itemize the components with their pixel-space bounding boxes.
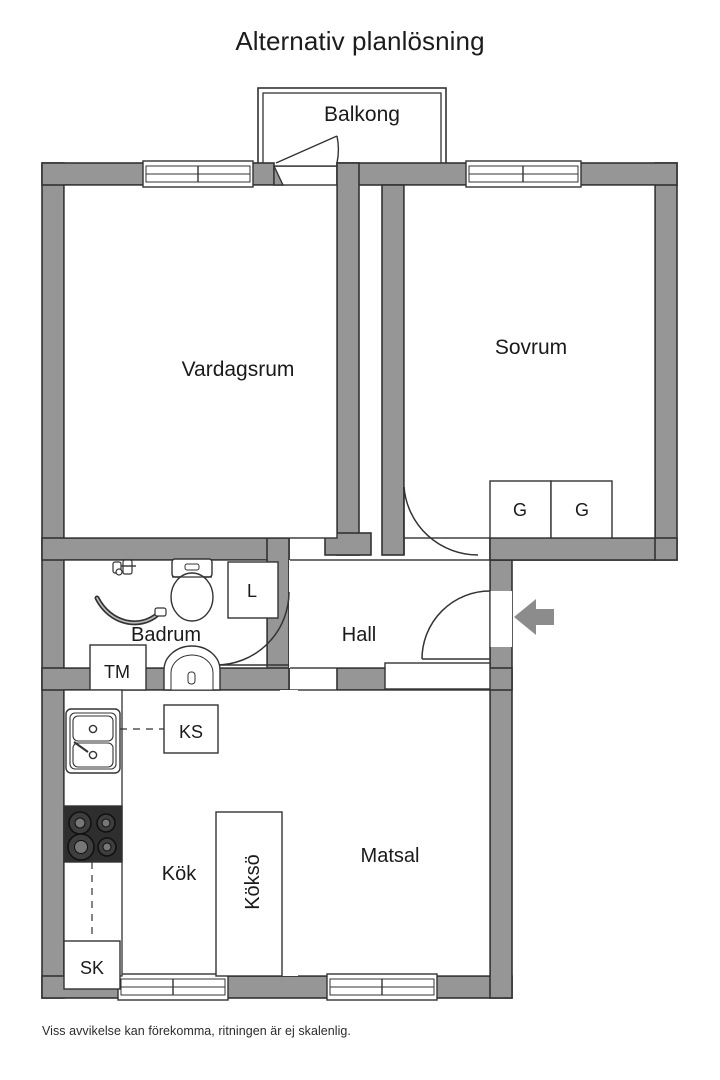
wall-sovrum-left (381, 184, 405, 556)
wardrobe-g-1-label: G (513, 500, 527, 520)
toilet-icon (170, 558, 214, 622)
room-label-kok: Kök (162, 863, 197, 885)
closet-l-box (227, 561, 279, 619)
floor-hall (288, 559, 491, 669)
room-labels-group: Balkong Vardagsrum Sovrum Badrum Hall Kö… (131, 103, 567, 910)
room-floors-group (63, 184, 656, 977)
washer-tm-label: TM (104, 662, 130, 682)
wardrobe-g-2-box (550, 480, 613, 539)
window-kok (117, 973, 229, 1001)
door-sovrum (403, 486, 479, 556)
door-balcony (273, 135, 340, 186)
wall-vardagsrum-right (336, 162, 360, 556)
kitchen-island-box (215, 811, 283, 977)
kitchen-fixtures-group: KS SK (63, 689, 283, 990)
kitchen-sink-icon (65, 708, 121, 774)
room-label-badrum: Badrum (131, 624, 201, 646)
floor-kok-matsal-seam (280, 690, 298, 976)
wardrobe-g-2-label: G (575, 500, 589, 520)
wall-badrum-top (41, 537, 290, 561)
window-matsal (326, 973, 438, 1001)
room-label-hall: Hall (342, 624, 376, 646)
balcony-inner-outline (262, 92, 442, 167)
stove-icon (63, 805, 123, 863)
floor-seam-hall (289, 560, 290, 668)
bathroom-fixtures-group: L TM (89, 558, 279, 691)
room-label-vardagsrum: Vardagsrum (182, 358, 295, 381)
room-label-balkong: Balkong (324, 103, 400, 126)
room-label-koekso: Köksö (242, 854, 264, 910)
wall-exterior-right-upper (654, 162, 678, 561)
floor-sovrum (403, 184, 656, 539)
arrow-left-icon (514, 599, 554, 635)
cabinet-sk-label: SK (80, 958, 104, 978)
wall-exterior-left (41, 162, 65, 999)
door-entrance (421, 590, 512, 660)
door-badrum (215, 591, 290, 666)
page-title: Alternativ planlösning (235, 26, 485, 56)
balcony-group (257, 87, 447, 167)
cabinet-ks-label: KS (179, 722, 203, 742)
floor-matsal (288, 689, 491, 977)
plan-footnote: Viss avvikelse kan förekomma, ritningen … (42, 1024, 351, 1038)
cabinet-ks-box (163, 704, 219, 754)
closet-l-label: L (247, 581, 257, 601)
room-label-matsal: Matsal (361, 845, 420, 867)
shower-hose-icon (94, 595, 167, 626)
windows-group (117, 160, 582, 1001)
faucet-icon (112, 559, 136, 576)
window-sovrum (465, 160, 582, 188)
hall-shelf-box (384, 662, 491, 690)
room-label-sovrum: Sovrum (495, 336, 567, 359)
floor-vardagsrum (63, 184, 338, 539)
doors-group (215, 135, 512, 666)
hall-shelf-group (384, 662, 491, 690)
cabinet-sk-box (63, 940, 121, 990)
wardrobe-g-1-box (489, 480, 552, 539)
window-vardagsrum (142, 160, 254, 188)
sovrum-wardrobes-group: G G (489, 480, 613, 539)
bathroom-sink-icon (163, 645, 221, 691)
